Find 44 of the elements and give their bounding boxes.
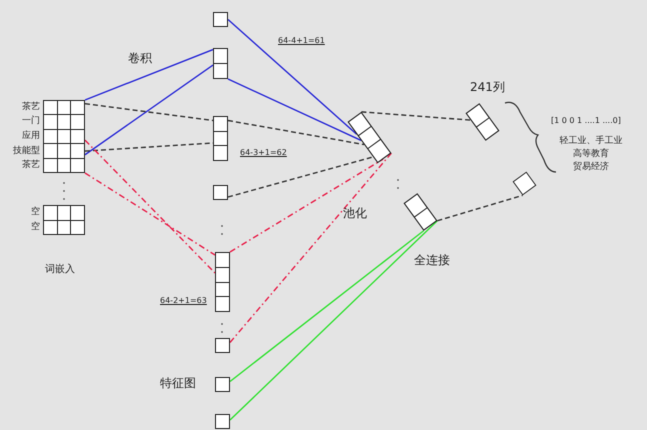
row-label: 技能型 (13, 146, 40, 157)
matrix-grid (43, 100, 85, 173)
connector-line (84, 172, 216, 256)
matrix-grid (43, 205, 85, 235)
vector-cells (215, 252, 230, 312)
connector-line (230, 230, 424, 382)
annotation-text: 高等教育 (572, 147, 610, 160)
connector-line (228, 78, 362, 142)
vector-cells (213, 48, 228, 79)
annotation-text: 贸易经济 (572, 160, 610, 173)
annotation-text: 轻工业、手工业 (558, 134, 624, 147)
connector-line (230, 220, 438, 420)
annotation-text: 全连接 (414, 252, 450, 269)
cell-square (213, 12, 228, 27)
row-label: 茶艺 (22, 102, 40, 113)
annotation-text: 词嵌入 (45, 262, 75, 276)
row-label: 一门 (22, 116, 40, 128)
annotation-text: 特征图 (160, 375, 196, 392)
row-label: 应用 (22, 131, 40, 142)
cell-square (215, 338, 230, 353)
row-label: 空 (31, 207, 40, 218)
annotation-text: 64-2+1=63 (160, 296, 207, 305)
row-label: 茶艺 (22, 160, 40, 172)
connector-line (84, 102, 214, 122)
cell-square (215, 377, 230, 392)
column-caption: 241列 (470, 79, 505, 96)
connector-line (437, 194, 523, 222)
connector-line (228, 156, 374, 198)
connector-line (84, 140, 216, 274)
connector-line (228, 18, 358, 135)
row-label: 空 (31, 222, 40, 233)
annotation-text: 池化 (343, 205, 367, 222)
annotation-text: 64-4+1=61 (278, 36, 325, 45)
connector-line (228, 120, 364, 146)
connector-line (230, 158, 384, 253)
annotation-text: [1 0 0 1 ....1 ....0] (551, 116, 621, 125)
connector-line (84, 48, 214, 101)
annotation-text: 卷积 (128, 50, 152, 67)
vector-cells (213, 116, 228, 161)
connector-line (84, 64, 214, 156)
cell-square (213, 185, 228, 200)
connector-line (229, 152, 392, 343)
cell-square (215, 414, 230, 429)
annotation-text: 64-3+1=62 (240, 148, 287, 157)
